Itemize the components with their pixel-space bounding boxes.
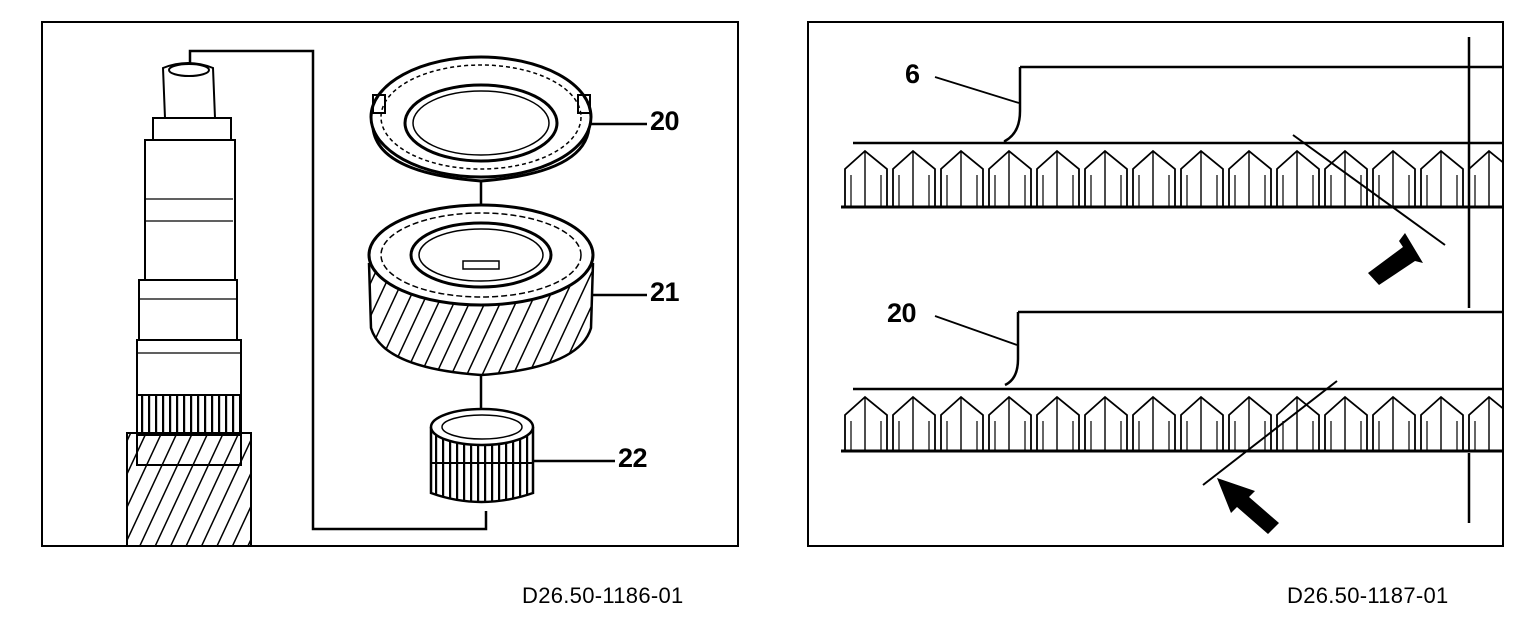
figure-code-left: D26.50-1186-01 — [522, 583, 684, 608]
exploded-view-panel: 20 21 22 — [41, 21, 739, 547]
callout-lower-part: 20 — [887, 298, 917, 328]
synchronizer-ring — [369, 55, 593, 183]
needle-bearing — [429, 407, 535, 504]
callout-synchronizer-ring: 20 — [650, 106, 680, 136]
leader-lines — [934, 76, 1020, 346]
chamfer-arrow-upper — [1368, 233, 1423, 285]
figure-code-right: D26.50-1187-01 — [1287, 583, 1449, 608]
tooth-profile-drawing — [841, 37, 1502, 534]
exploded-view-drawing — [126, 49, 647, 545]
tooth-detail-panel: 6 20 — [807, 21, 1504, 547]
callout-upper-part: 6 — [905, 59, 920, 89]
leader-lines — [533, 122, 647, 463]
shaft-contour-lines — [138, 198, 240, 354]
chamfer-lines — [1202, 134, 1446, 486]
chamfer-arrow-lower — [1217, 478, 1279, 534]
helical-gear — [367, 203, 595, 377]
main-shaft — [126, 62, 252, 545]
lower-tooth-strip — [841, 387, 1502, 453]
upper-tooth-strip — [841, 141, 1502, 209]
callout-needle-bearing: 22 — [618, 443, 648, 473]
callout-helical-gear: 21 — [650, 277, 680, 307]
part-outlines — [1003, 37, 1502, 523]
